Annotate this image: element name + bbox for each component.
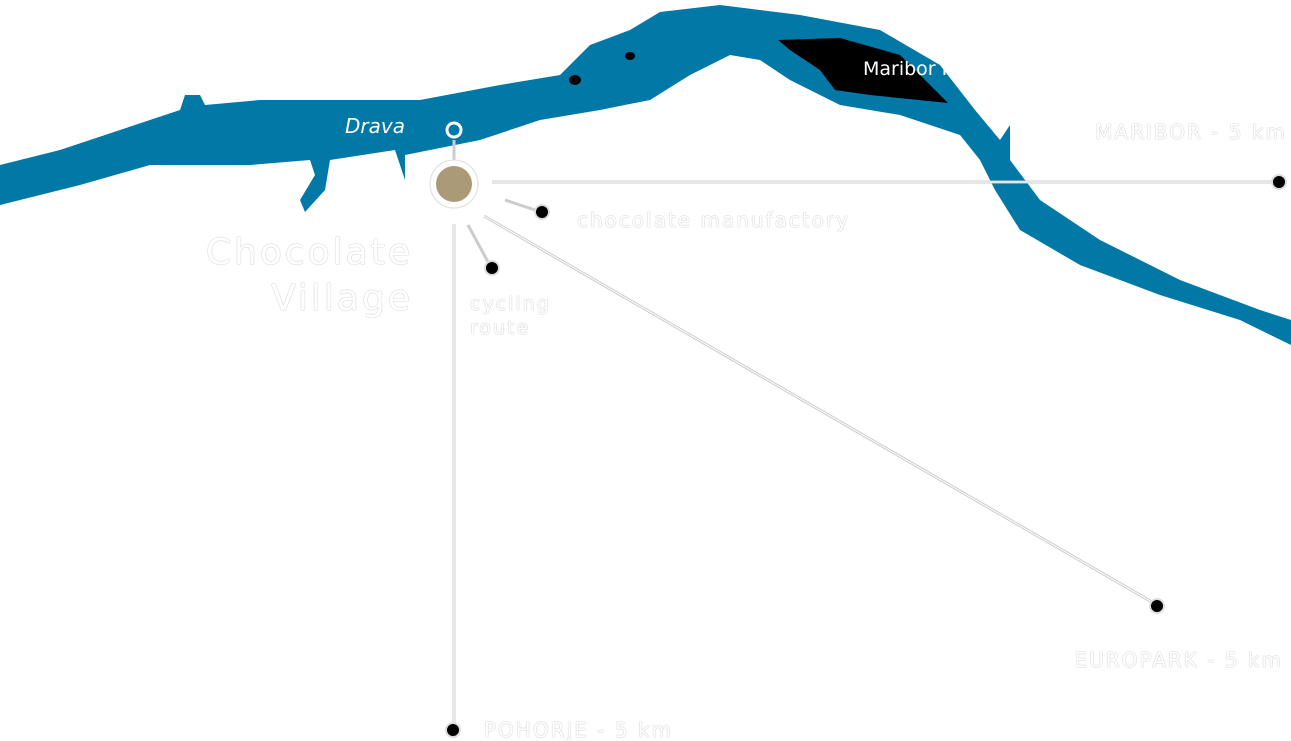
- cycling-label[interactable]: cycling route: [470, 292, 551, 340]
- islet: [625, 52, 635, 60]
- pohorje-label[interactable]: POHORJE - 5 km: [484, 718, 674, 741]
- cycling-label-line1: cycling: [470, 293, 551, 315]
- river-label: Drava: [345, 114, 405, 138]
- maribor-island: [778, 38, 948, 103]
- river-pin-icon: [445, 121, 463, 139]
- islet: [569, 75, 581, 85]
- island-label: Maribor Island: [863, 58, 999, 80]
- manufactory-label[interactable]: chocolate manufactory: [577, 208, 850, 232]
- village-title: Chocolate Village: [206, 230, 413, 322]
- cycling-label-line2: route: [470, 317, 531, 339]
- village-marker[interactable]: [436, 166, 472, 202]
- manufactory-dot: [534, 204, 550, 220]
- village-title-line2: Village: [271, 278, 413, 319]
- europark-label[interactable]: EUROPARK - 5 km: [1074, 648, 1283, 672]
- pohorje-dot: [445, 722, 461, 738]
- cycling-dot: [484, 260, 500, 276]
- maribor-label[interactable]: MARIBOR - 5 km: [1095, 120, 1287, 144]
- drava-river: [0, 5, 1291, 345]
- poi-dots: [445, 174, 1287, 738]
- europark-dot: [1149, 598, 1165, 614]
- maribor-dot: [1271, 174, 1287, 190]
- village-title-line1: Chocolate: [205, 232, 413, 273]
